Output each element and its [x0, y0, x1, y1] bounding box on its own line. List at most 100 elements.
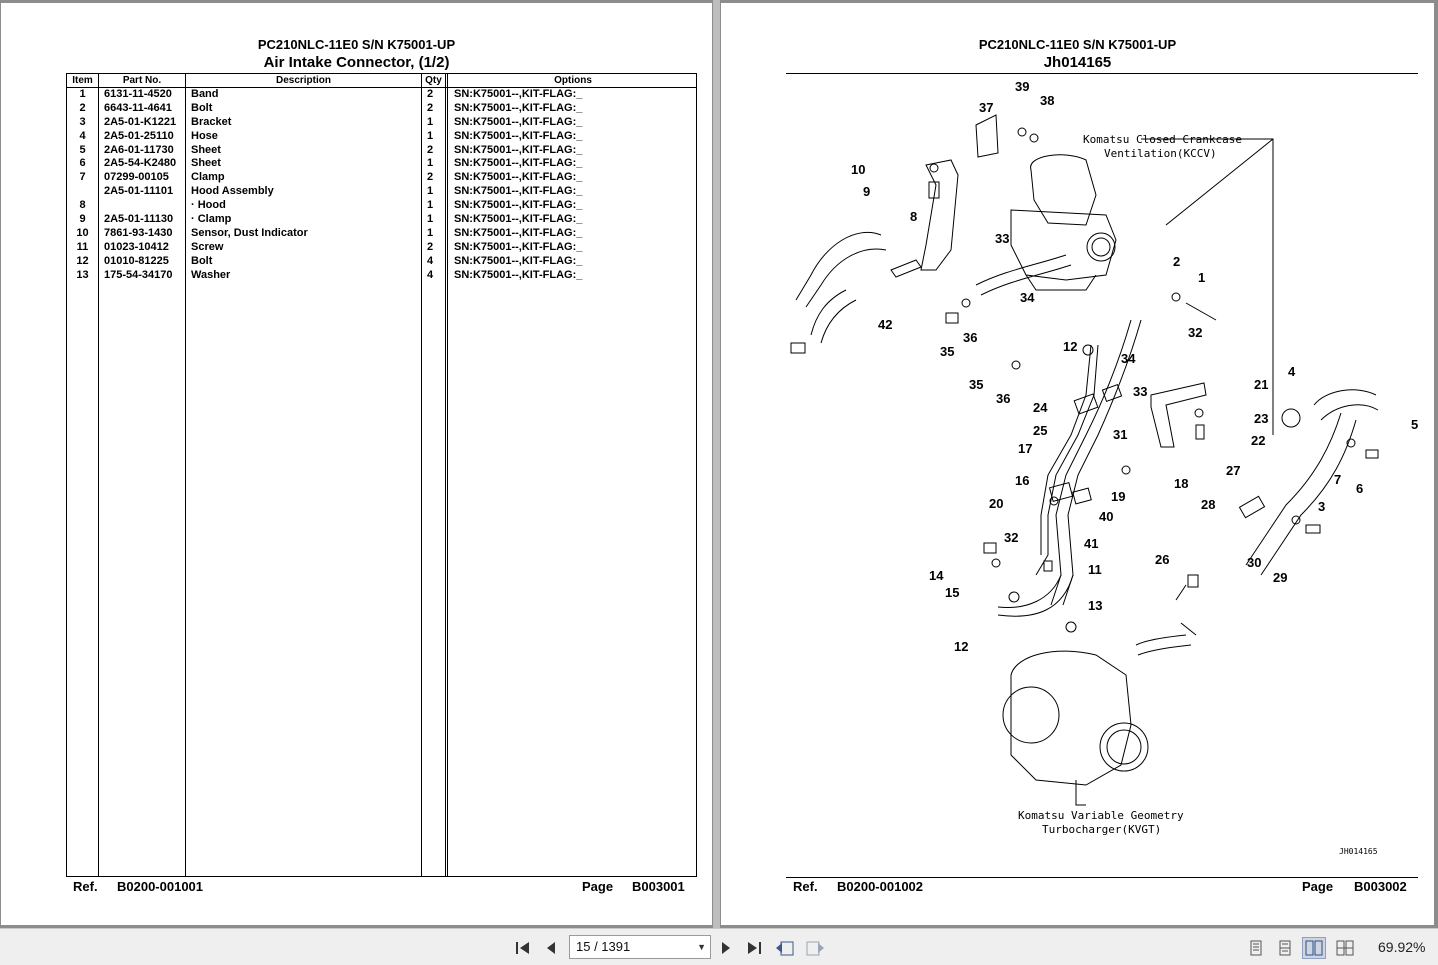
zoom-level[interactable]: 69.92%: [1378, 939, 1426, 955]
callout-label: 36: [996, 391, 1010, 406]
callout-label: 4: [1288, 364, 1296, 379]
previous-view-button[interactable]: [774, 937, 796, 959]
qty-cell: 1: [427, 226, 434, 239]
qty-cell: 1: [427, 199, 434, 212]
callout-label: 35: [969, 377, 983, 392]
item-cell: 12: [76, 254, 89, 267]
callout-label: 24: [1033, 400, 1048, 415]
two-page-view-button[interactable]: [1302, 937, 1326, 959]
continuous-view-button[interactable]: [1273, 937, 1297, 959]
page-number-select[interactable]: 15 / 1391 ▼: [569, 935, 711, 959]
kvgt-label-line-1: Komatsu Variable Geometry: [1018, 809, 1184, 822]
callout-label: 2: [1173, 254, 1180, 269]
part-no-cell: 2A5-54-K2480: [104, 157, 177, 170]
left-page-title: Air Intake Connector, (1/2): [263, 54, 450, 71]
single-page-view-button[interactable]: [1244, 937, 1268, 959]
part-no-cell: 175-54-34170: [104, 268, 173, 281]
last-page-button[interactable]: [743, 937, 765, 959]
ref-label: Ref.: [73, 879, 98, 894]
item-cell: 5: [79, 143, 86, 156]
part-no-cell: 6643-11-4641: [104, 101, 172, 114]
description-cell: Clamp: [191, 171, 225, 184]
qty-cell: 2: [427, 88, 434, 100]
two-page-icon: [1305, 940, 1323, 956]
document-viewport[interactable]: PC210NLC-11E0 S/N K75001-UP Air Intake C…: [0, 0, 1438, 928]
part-no-cell: 2A6-01-11730: [104, 143, 174, 156]
description-cell: Hose: [191, 129, 218, 142]
callout-label: 22: [1251, 433, 1265, 448]
description-cell: Screw: [191, 240, 224, 253]
part-no-cell: 01010-81225: [104, 254, 169, 267]
part-no-cell: 07299-00105: [104, 171, 169, 184]
qty-cell: 1: [427, 129, 434, 142]
callout-label: 14: [929, 568, 944, 583]
col-part-no: Part No.: [122, 75, 162, 86]
callout-label: 32: [1188, 325, 1202, 340]
ref-label: Ref.: [793, 879, 818, 894]
callout-label: 34: [1121, 351, 1136, 366]
part-no-cell: 6131-11-4520: [104, 88, 172, 100]
viewer-toolbar: 15 / 1391 ▼ 69.92%: [0, 928, 1438, 965]
parts-table-header: Item Part No. Description Qty Options: [67, 74, 696, 88]
callout-label: 41: [1084, 536, 1098, 551]
next-view-button[interactable]: [804, 937, 826, 959]
callout-label: 29: [1273, 570, 1287, 585]
callout-label: 3: [1318, 499, 1325, 514]
page-divider: [713, 0, 720, 928]
right-page-title: Jh014165: [1043, 54, 1112, 71]
two-page-continuous-view-button[interactable]: [1333, 937, 1357, 959]
options-cell: SN:K75001--,KIT-FLAG:_: [454, 226, 583, 239]
qty-cell: 1: [427, 157, 434, 170]
item-cell: 6: [79, 157, 86, 170]
options-cell: SN:K75001--,KIT-FLAG:_: [454, 157, 583, 170]
qty-cell: 2: [427, 143, 434, 156]
callout-label: 13: [1088, 598, 1102, 613]
options-cell: SN:K75001--,KIT-FLAG:_: [454, 213, 583, 226]
options-cell: SN:K75001--,KIT-FLAG:_: [454, 101, 583, 114]
right-page-footer: Ref. B0200-001002 Page B003002: [721, 876, 1434, 896]
page-number: B003001: [632, 879, 685, 894]
callout-label: 36: [963, 330, 977, 345]
col-description: Description: [275, 75, 331, 86]
part-no-cell: 7861-93-1430: [104, 226, 173, 239]
callout-label: 38: [1040, 93, 1054, 108]
description-cell: Band: [191, 88, 219, 100]
qty-cell: 1: [427, 185, 434, 198]
first-page-button[interactable]: [512, 937, 534, 959]
callout-label: 21: [1254, 377, 1268, 392]
kccv-label-line-2: Ventilation(KCCV): [1104, 147, 1217, 160]
exploded-parts-diagram: 3938371098333421423536321234353633212423…: [790, 79, 1418, 856]
chevron-down-icon: ▼: [697, 942, 706, 952]
figure-id: JH014165: [1339, 847, 1378, 856]
next-page-button[interactable]: [715, 937, 737, 959]
callout-label: 31: [1113, 427, 1127, 442]
previous-page-button[interactable]: [540, 937, 562, 959]
callout-label: 7: [1334, 472, 1341, 487]
right-page: PC210NLC-11E0 S/N K75001-UP Jh014165: [721, 3, 1434, 925]
options-cell: SN:K75001--,KIT-FLAG:_: [454, 268, 583, 281]
item-cell: 11: [76, 240, 89, 253]
options-cell: SN:K75001--,KIT-FLAG:_: [454, 254, 583, 267]
header-rule: [786, 73, 1418, 74]
description-cell: Washer: [191, 268, 231, 281]
left-page: PC210NLC-11E0 S/N K75001-UP Air Intake C…: [1, 3, 712, 925]
description-cell: Bracket: [191, 115, 232, 128]
callout-label: 12: [1063, 339, 1077, 354]
callout-label: 1: [1198, 270, 1205, 285]
parts-table: Item Part No. Description Qty Options 1 6…: [66, 73, 697, 877]
part-no-cell: 01023-10412: [104, 240, 169, 253]
description-cell: Sheet: [191, 143, 221, 156]
page-number: B003002: [1354, 879, 1407, 894]
item-cell: 10: [76, 226, 89, 239]
qty-cell: 2: [427, 171, 434, 184]
callout-label: 26: [1155, 552, 1169, 567]
